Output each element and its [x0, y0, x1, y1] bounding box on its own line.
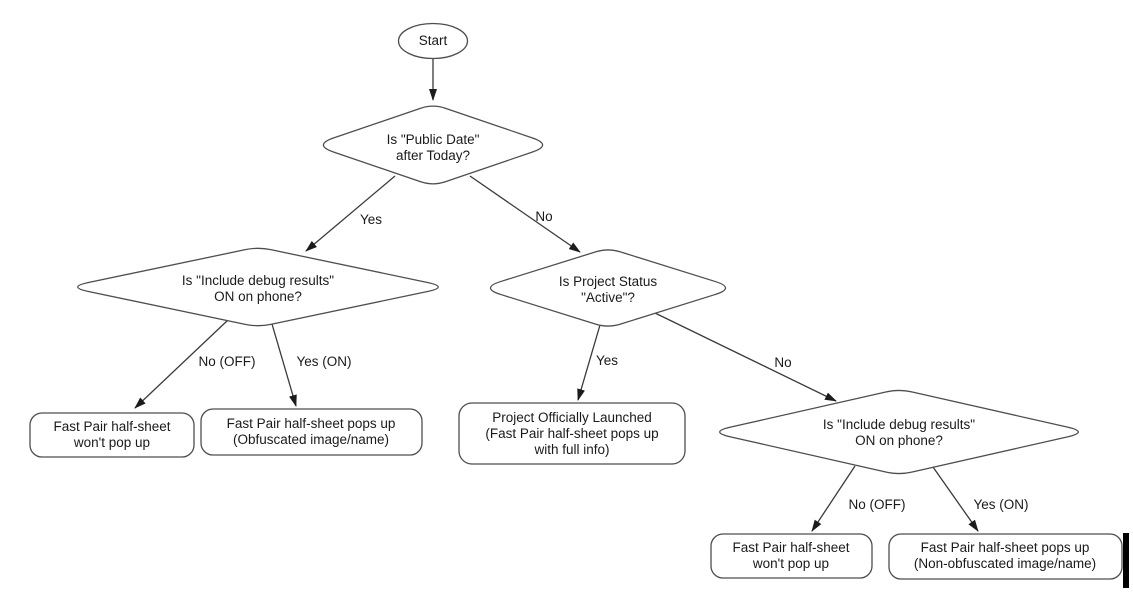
start-terminator-shape — [397, 22, 469, 60]
result-obfuscated-shape — [200, 408, 423, 456]
decision-public-date-shape — [322, 105, 544, 185]
edge-project-status-yes — [577, 324, 601, 401]
edge-public-date-yes — [305, 175, 396, 252]
result-non-obfuscated-shape — [888, 533, 1123, 580]
edge-debug-right-no-off — [811, 465, 856, 532]
edge-debug-left-no-off — [134, 319, 229, 409]
edge-public-date-no — [469, 175, 581, 253]
text-caret-artifact — [1123, 533, 1129, 588]
edge-debug-right-yes-on — [932, 466, 979, 532]
decision-debug-right-shape — [719, 389, 1079, 475]
decision-debug-left-shape — [77, 247, 439, 327]
edge-debug-left-yes-on — [271, 323, 297, 407]
result-launched-shape — [458, 402, 686, 465]
edge-project-status-no — [654, 312, 837, 402]
result-no-popup-right-shape — [710, 533, 873, 579]
result-no-popup-left-shape — [29, 412, 195, 458]
decision-project-status-shape — [489, 249, 727, 327]
